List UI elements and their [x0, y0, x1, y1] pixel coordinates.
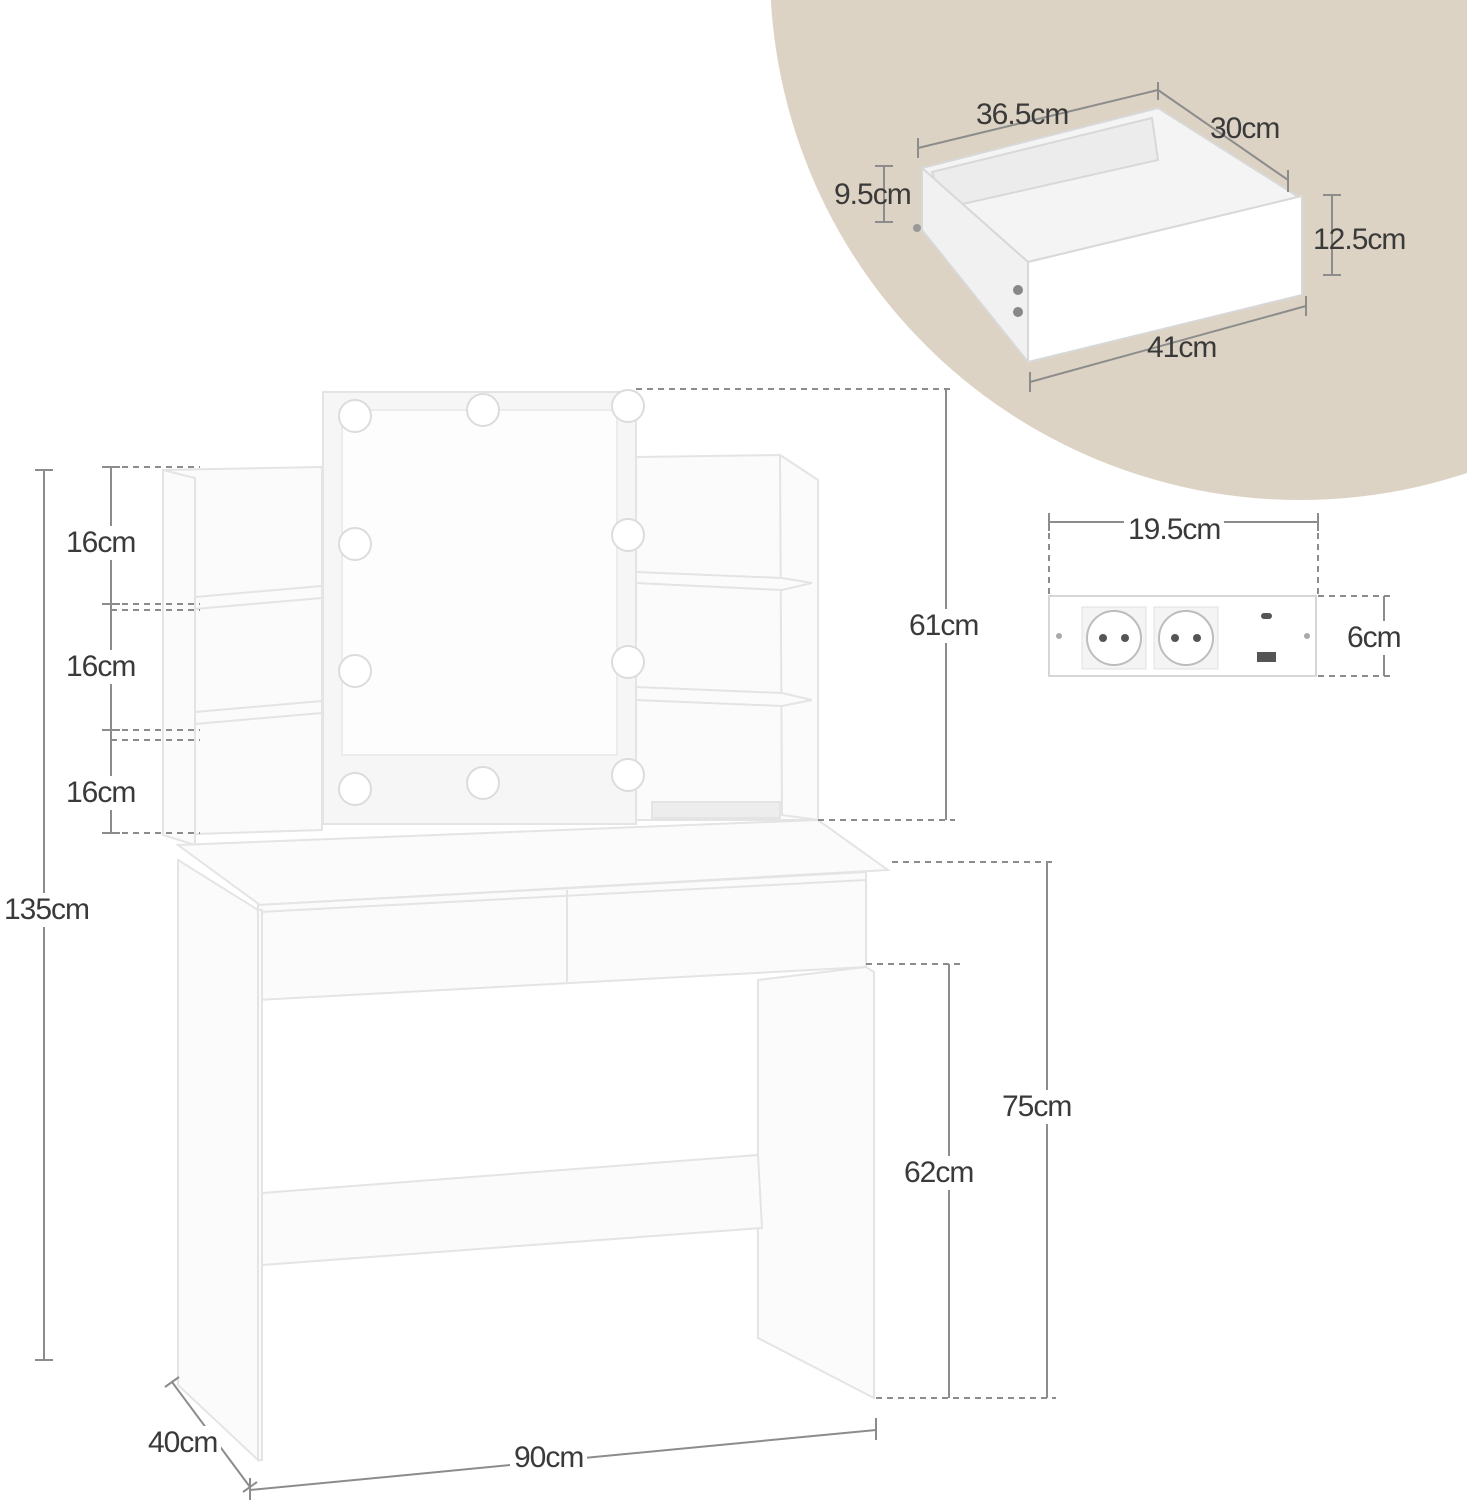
- screw-right: [1304, 633, 1310, 639]
- table-height-label: 75cm: [998, 1090, 1076, 1124]
- socket-1-hole-b: [1121, 634, 1129, 642]
- drawer-side-depth-label: 30cm: [1210, 112, 1280, 145]
- socket-2-face: [1158, 610, 1214, 666]
- power-strip-height-label: 6cm: [1343, 621, 1405, 655]
- bulb-2: [466, 393, 500, 427]
- bulb-1: [338, 399, 372, 433]
- power-strip: [1048, 595, 1317, 677]
- drawer-dimension-lines: [875, 82, 1341, 392]
- bulb-7: [611, 645, 645, 679]
- bulb-8: [338, 772, 372, 806]
- mirror-height-label: 61cm: [905, 609, 983, 643]
- bulb-9: [466, 766, 500, 800]
- left-leg-front: [257, 909, 263, 1461]
- depth-label: 40cm: [144, 1426, 222, 1460]
- drawer-screw-1: [1013, 285, 1023, 295]
- socket-1-hole-a: [1099, 634, 1107, 642]
- usb-a-port: [1257, 652, 1276, 662]
- socket-1-face: [1086, 610, 1142, 666]
- left-leg-side: [177, 858, 259, 1463]
- shelf-2-height-label: 16cm: [62, 650, 140, 684]
- desk-outlet: [651, 801, 781, 819]
- drawer-screw-2: [1013, 307, 1023, 317]
- bulb-10: [611, 758, 645, 792]
- desktop: [175, 818, 891, 907]
- screw-left: [1056, 633, 1062, 639]
- drawer-screw-3: [913, 224, 921, 232]
- usb-c-port: [1261, 613, 1272, 619]
- crossbar: [261, 1153, 764, 1267]
- right-leg: [757, 965, 875, 1400]
- bulb-6: [338, 654, 372, 688]
- vanity-dimension-lines: [35, 388, 1056, 1500]
- vanity-table: [162, 391, 891, 1463]
- power-strip-width-label: 19.5cm: [1124, 513, 1225, 547]
- drawer-illustration: [913, 106, 1303, 365]
- leg-clearance-label: 62cm: [900, 1156, 978, 1190]
- hutch-right-side: [778, 453, 819, 822]
- drawer-outer-height-label: 12.5cm: [1313, 223, 1406, 256]
- total-height-label: 135cm: [0, 893, 94, 927]
- socket-2-hole-b: [1193, 634, 1201, 642]
- bulb-5: [611, 518, 645, 552]
- shelf-1-height-label: 16cm: [62, 526, 140, 560]
- socket-2-hole-a: [1171, 634, 1179, 642]
- mirror-glass: [341, 409, 618, 756]
- bulb-4: [338, 527, 372, 561]
- drawer-edge: [259, 879, 867, 913]
- drawer-bottom-width-label: 41cm: [1147, 331, 1217, 364]
- width-label: 90cm: [510, 1441, 588, 1475]
- power-strip-dimension-lines: [1048, 513, 1392, 677]
- mirror-bulbs: [338, 389, 645, 806]
- drawer-front-width-label: 36.5cm: [976, 98, 1069, 131]
- hutch-left-side: [162, 468, 196, 847]
- shelf-3-height-label: 16cm: [62, 776, 140, 810]
- drawer-inner-height-label: 9.5cm: [834, 178, 912, 211]
- bulb-3: [611, 389, 645, 423]
- drawer-front-panel: [1027, 194, 1303, 364]
